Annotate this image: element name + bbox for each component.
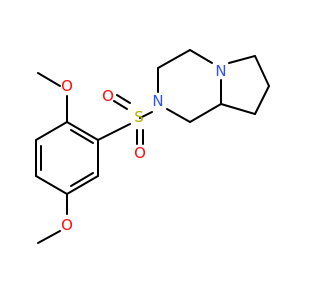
molecule-diagram: O O S O O N N [35, 49, 270, 244]
atom-o-sulfonyl-left: O [102, 87, 114, 105]
bond-c1-c2 [157, 49, 191, 69]
bond-ring-inner-2 [70, 172, 94, 187]
bond-c9-npip [166, 108, 191, 123]
atom-n-piperazine: N [152, 92, 163, 110]
atom-o-top: O [61, 77, 73, 95]
structure-canvas: O O S O O N N [35, 49, 270, 244]
bond-s-o-left-a [113, 100, 128, 110]
bond-s-o-left-b [116, 94, 131, 104]
bond-c6-c7 [254, 85, 270, 115]
atom-n-bridgehead: N [215, 62, 226, 80]
atom-o-bottom: O [61, 216, 73, 234]
atom-o-sulfonyl-bottom: O [134, 144, 146, 162]
bond-nring-c5 [228, 55, 256, 64]
atom-s: S [134, 108, 144, 126]
bonds [35, 49, 270, 244]
bond-ring-3 [66, 175, 99, 195]
bond-o-methyl-bottom [37, 230, 61, 244]
bond-c8a-c9 [189, 103, 222, 123]
bond-ring-inner-1 [70, 129, 94, 144]
bond-c2-nring [189, 49, 213, 64]
bond-ring-6 [35, 121, 68, 141]
bond-c5-c6 [254, 55, 270, 87]
bond-c7-c8a [220, 103, 256, 115]
bond-methyl-top [37, 72, 61, 87]
atom-labels: O O S O O N N [61, 62, 227, 234]
bond-ring-1 [66, 121, 99, 141]
bond-s-n [139, 111, 153, 119]
bond-ring-s [97, 123, 131, 141]
bond-ring-4 [35, 175, 68, 195]
